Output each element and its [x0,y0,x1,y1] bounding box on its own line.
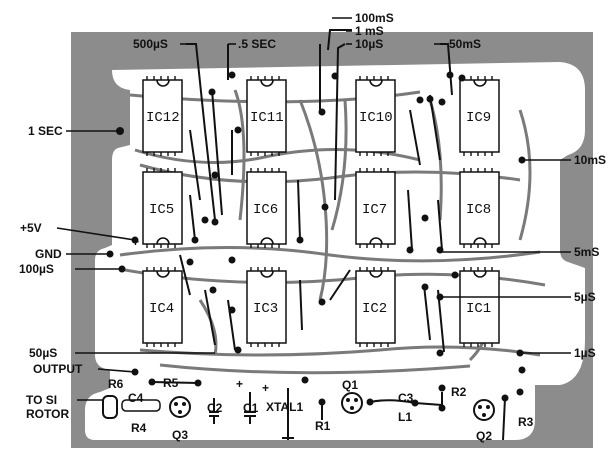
label-output: OUTPUT [33,362,83,376]
ic3-package [246,270,287,344]
label-rotor: ROTOR [26,407,69,421]
xtal1-crystal [282,388,294,440]
ic4-package [142,270,183,344]
c2-capacitor [209,398,219,424]
q2-transistor [473,399,495,421]
label-q3: Q3 [172,428,188,442]
label-r6: R6 [108,377,124,391]
label-10ms: 10mS [574,153,606,167]
label-l1: L1 [398,410,412,424]
label-500us: 500µS [133,37,168,51]
ic3-label: IC3 [253,301,278,317]
ic5-package [142,171,183,245]
components: + + + [102,235,506,441]
label-r1: R1 [315,419,331,433]
label-100ms: 100mS [355,11,394,25]
label-5sec: .5 SEC [238,37,276,51]
r3-resistor [502,397,506,441]
label-q2: Q2 [476,429,492,443]
ic1-package [459,270,500,344]
to-si-connector [102,395,118,419]
ic1-label: IC1 [466,301,491,317]
label-1us: 1µS [574,346,596,360]
ic11-package [246,79,287,153]
label-r3: R3 [518,415,534,429]
ic7-label: IC7 [362,202,387,218]
c3-capacitor [414,402,443,406]
ic11-label: IC11 [250,110,284,126]
ic9-package [459,79,500,153]
label-gnd: GND [35,247,62,261]
c4-capacitor [121,399,161,412]
label-c1: C1 [243,401,259,415]
c1-capacitor [244,392,256,424]
label-c2: C2 [207,401,223,415]
label-r4: R4 [131,421,147,435]
ic2-package [355,270,396,344]
label-5us: 5µS [574,290,596,304]
plus-marker-3: + [132,235,139,249]
label-xtal1: XTAL1 [266,400,303,414]
label-c4: C4 [128,391,144,405]
ic5-label: IC5 [149,202,174,218]
label-to-si: TO SI [26,393,57,407]
q1-transistor [341,392,363,414]
ic6-package [246,171,287,245]
r5-resistor [151,381,199,384]
label-10us: 10µS [355,37,383,51]
label-q1: Q1 [342,378,358,392]
ic10-package [355,79,396,153]
label-50us: 50µS [29,346,57,360]
leader-lines [56,17,571,401]
label-5ms: 5mS [574,245,599,259]
label-plus5v: +5V [20,221,42,235]
ic-labels: IC12 IC11 IC10 IC9 IC5 IC6 IC7 IC8 IC4 I… [146,110,491,317]
plus-marker-2: + [262,381,269,395]
ic10-label: IC10 [359,110,393,126]
label-c3: C3 [398,391,414,405]
label-1ms: 1 mS [355,24,384,38]
ic8-package [459,171,500,245]
l1-inductor [369,399,416,404]
ic4-label: IC4 [149,301,174,317]
ic12-label: IC12 [146,110,180,126]
label-1sec: 1 SEC [28,124,63,138]
q3-transistor [169,396,191,418]
label-r2: R2 [451,385,467,399]
ic8-label: IC8 [466,202,491,218]
label-50ms: 50mS [449,37,481,51]
ic12-package [142,79,183,153]
ic6-label: IC6 [253,202,278,218]
label-100us: 100µS [19,262,54,276]
ic7-package [355,171,396,245]
label-r5: R5 [163,376,179,390]
component-labels: R6 R5 C4 R4 Q3 C2 C1 XTAL1 R1 Q1 C3 L1 R… [108,376,534,443]
signal-labels: 100mS 1 mS 10µS 500µS .5 SEC 50mS 1 SEC … [19,11,606,421]
ic2-label: IC2 [362,301,387,317]
plus-marker: + [236,377,243,391]
ic-packages [142,79,500,344]
ic9-label: IC9 [466,110,491,126]
trace-regions [85,62,585,440]
